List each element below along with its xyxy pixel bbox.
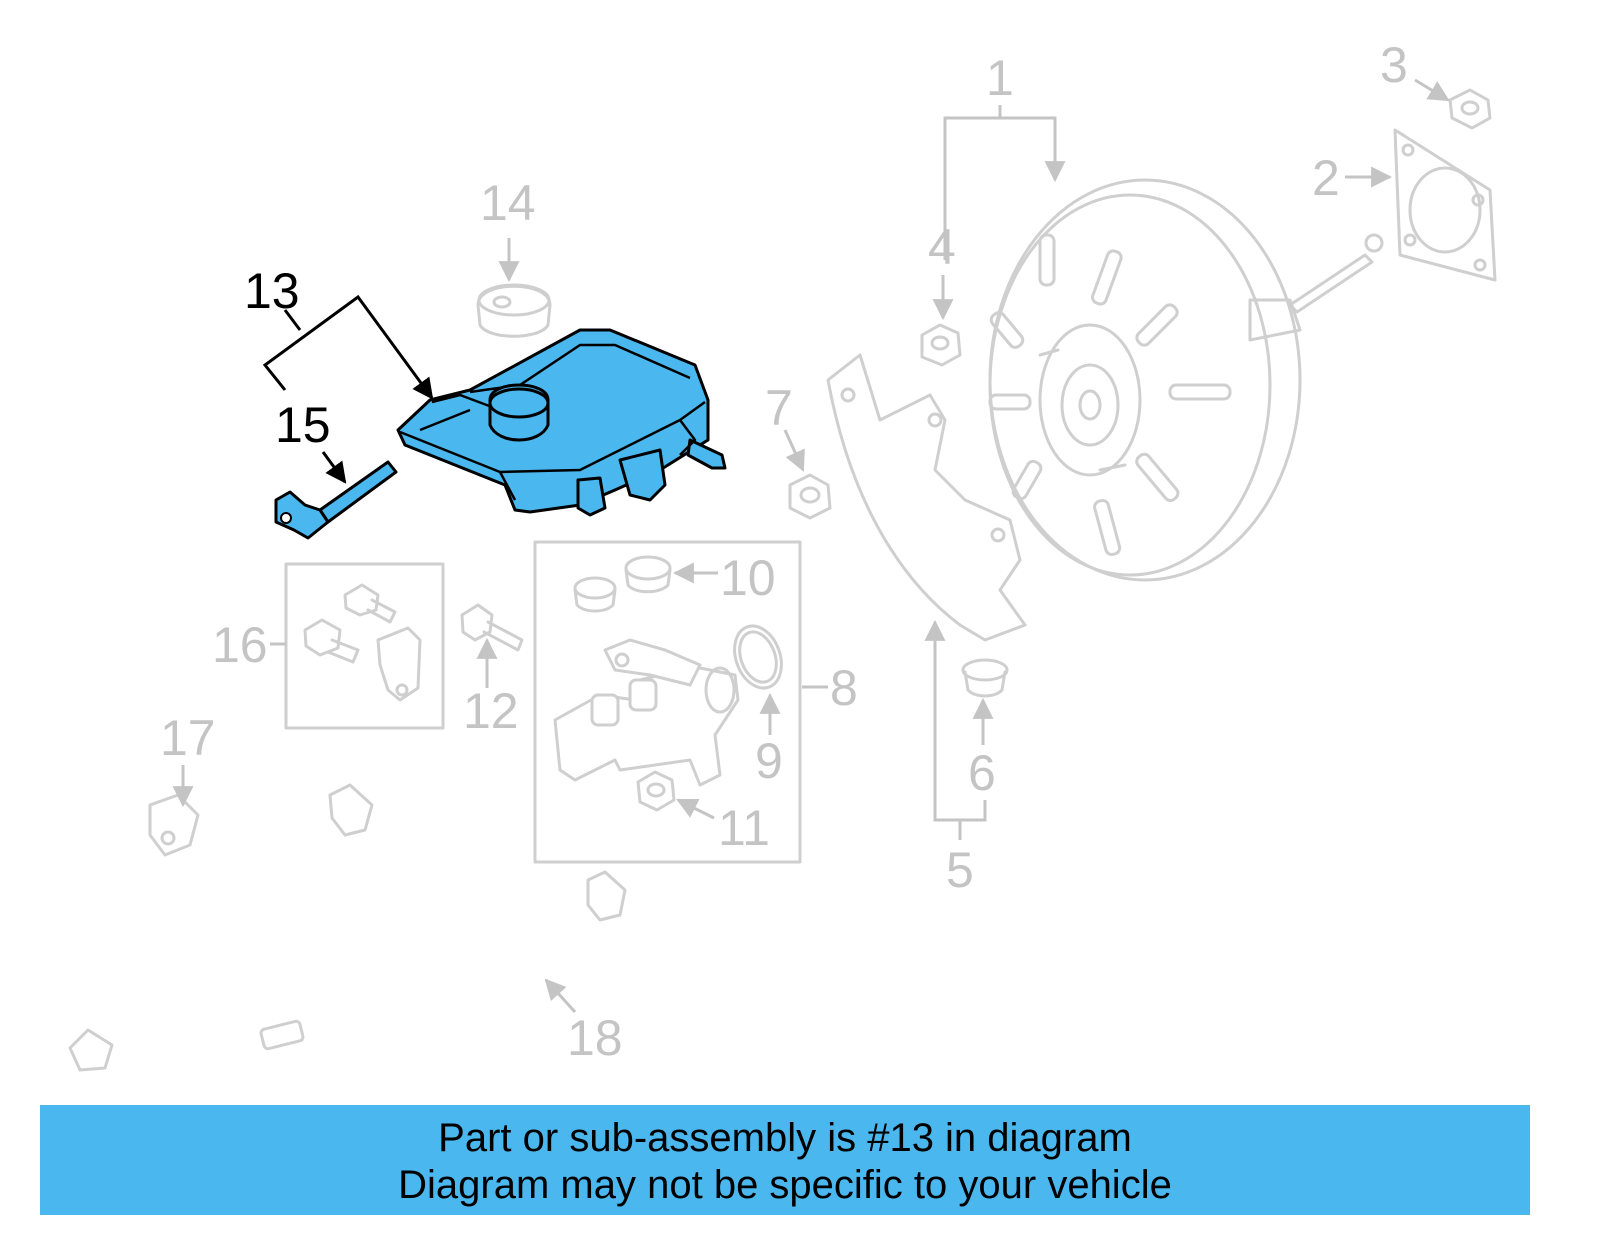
heat-shield[interactable] [826, 353, 1027, 642]
o-ring-part-9[interactable] [726, 619, 789, 694]
reservoir-cap[interactable] [476, 283, 552, 338]
callout-12[interactable]: 12 [463, 683, 519, 739]
booster-gasket[interactable] [1393, 128, 1497, 282]
grommet-part-10[interactable] [573, 555, 672, 613]
brake-fluid-reservoir[interactable] [396, 328, 727, 517]
info-banner: Part or sub-assembly is #13 in diagram D… [40, 1105, 1530, 1215]
callout-14[interactable]: 14 [480, 175, 536, 231]
level-sensor[interactable] [274, 460, 398, 540]
callout-4[interactable]: 4 [928, 219, 956, 275]
callout-11[interactable]: 11 [718, 800, 770, 856]
master-cylinder-kit-box[interactable] [533, 540, 802, 864]
leader-lines [172, 78, 1450, 1014]
nut-part-3[interactable] [1448, 88, 1492, 130]
callout-6[interactable]: 6 [968, 745, 996, 801]
banner-line-1: Part or sub-assembly is #13 in diagram [438, 1116, 1132, 1160]
sensor-kit-box[interactable] [284, 562, 445, 730]
callout-13[interactable]: 13 [244, 263, 300, 319]
callout-16[interactable]: 16 [212, 617, 268, 673]
callout-5[interactable]: 5 [946, 842, 974, 898]
callout-3[interactable]: 3 [1380, 37, 1408, 93]
callout-18[interactable]: 18 [567, 1010, 623, 1066]
callout-1[interactable]: 1 [986, 50, 1014, 106]
callout-7[interactable]: 7 [765, 380, 793, 436]
callout-17[interactable]: 17 [160, 710, 216, 766]
callout-2[interactable]: 2 [1312, 150, 1340, 206]
banner-line-2: Diagram may not be specific to your vehi… [398, 1163, 1172, 1207]
nut-part-11[interactable] [636, 770, 676, 812]
nut-part-4[interactable] [920, 323, 962, 367]
callout-8[interactable]: 8 [830, 660, 858, 716]
callout-9[interactable]: 9 [755, 733, 783, 789]
brake-line-part-17[interactable] [115, 783, 374, 925]
bolt-part-12[interactable] [460, 603, 524, 652]
callout-labels: 1 2 3 4 5 6 7 8 9 10 11 12 13 14 15 16 1… [160, 37, 1408, 1066]
grommet-part-6[interactable] [961, 658, 1009, 698]
brake-booster[interactable] [988, 178, 1384, 582]
callout-10[interactable]: 10 [720, 550, 776, 606]
nut-part-7[interactable] [788, 473, 832, 520]
brake-line-part-18[interactable] [68, 870, 627, 1072]
callout-15[interactable]: 15 [275, 397, 331, 453]
